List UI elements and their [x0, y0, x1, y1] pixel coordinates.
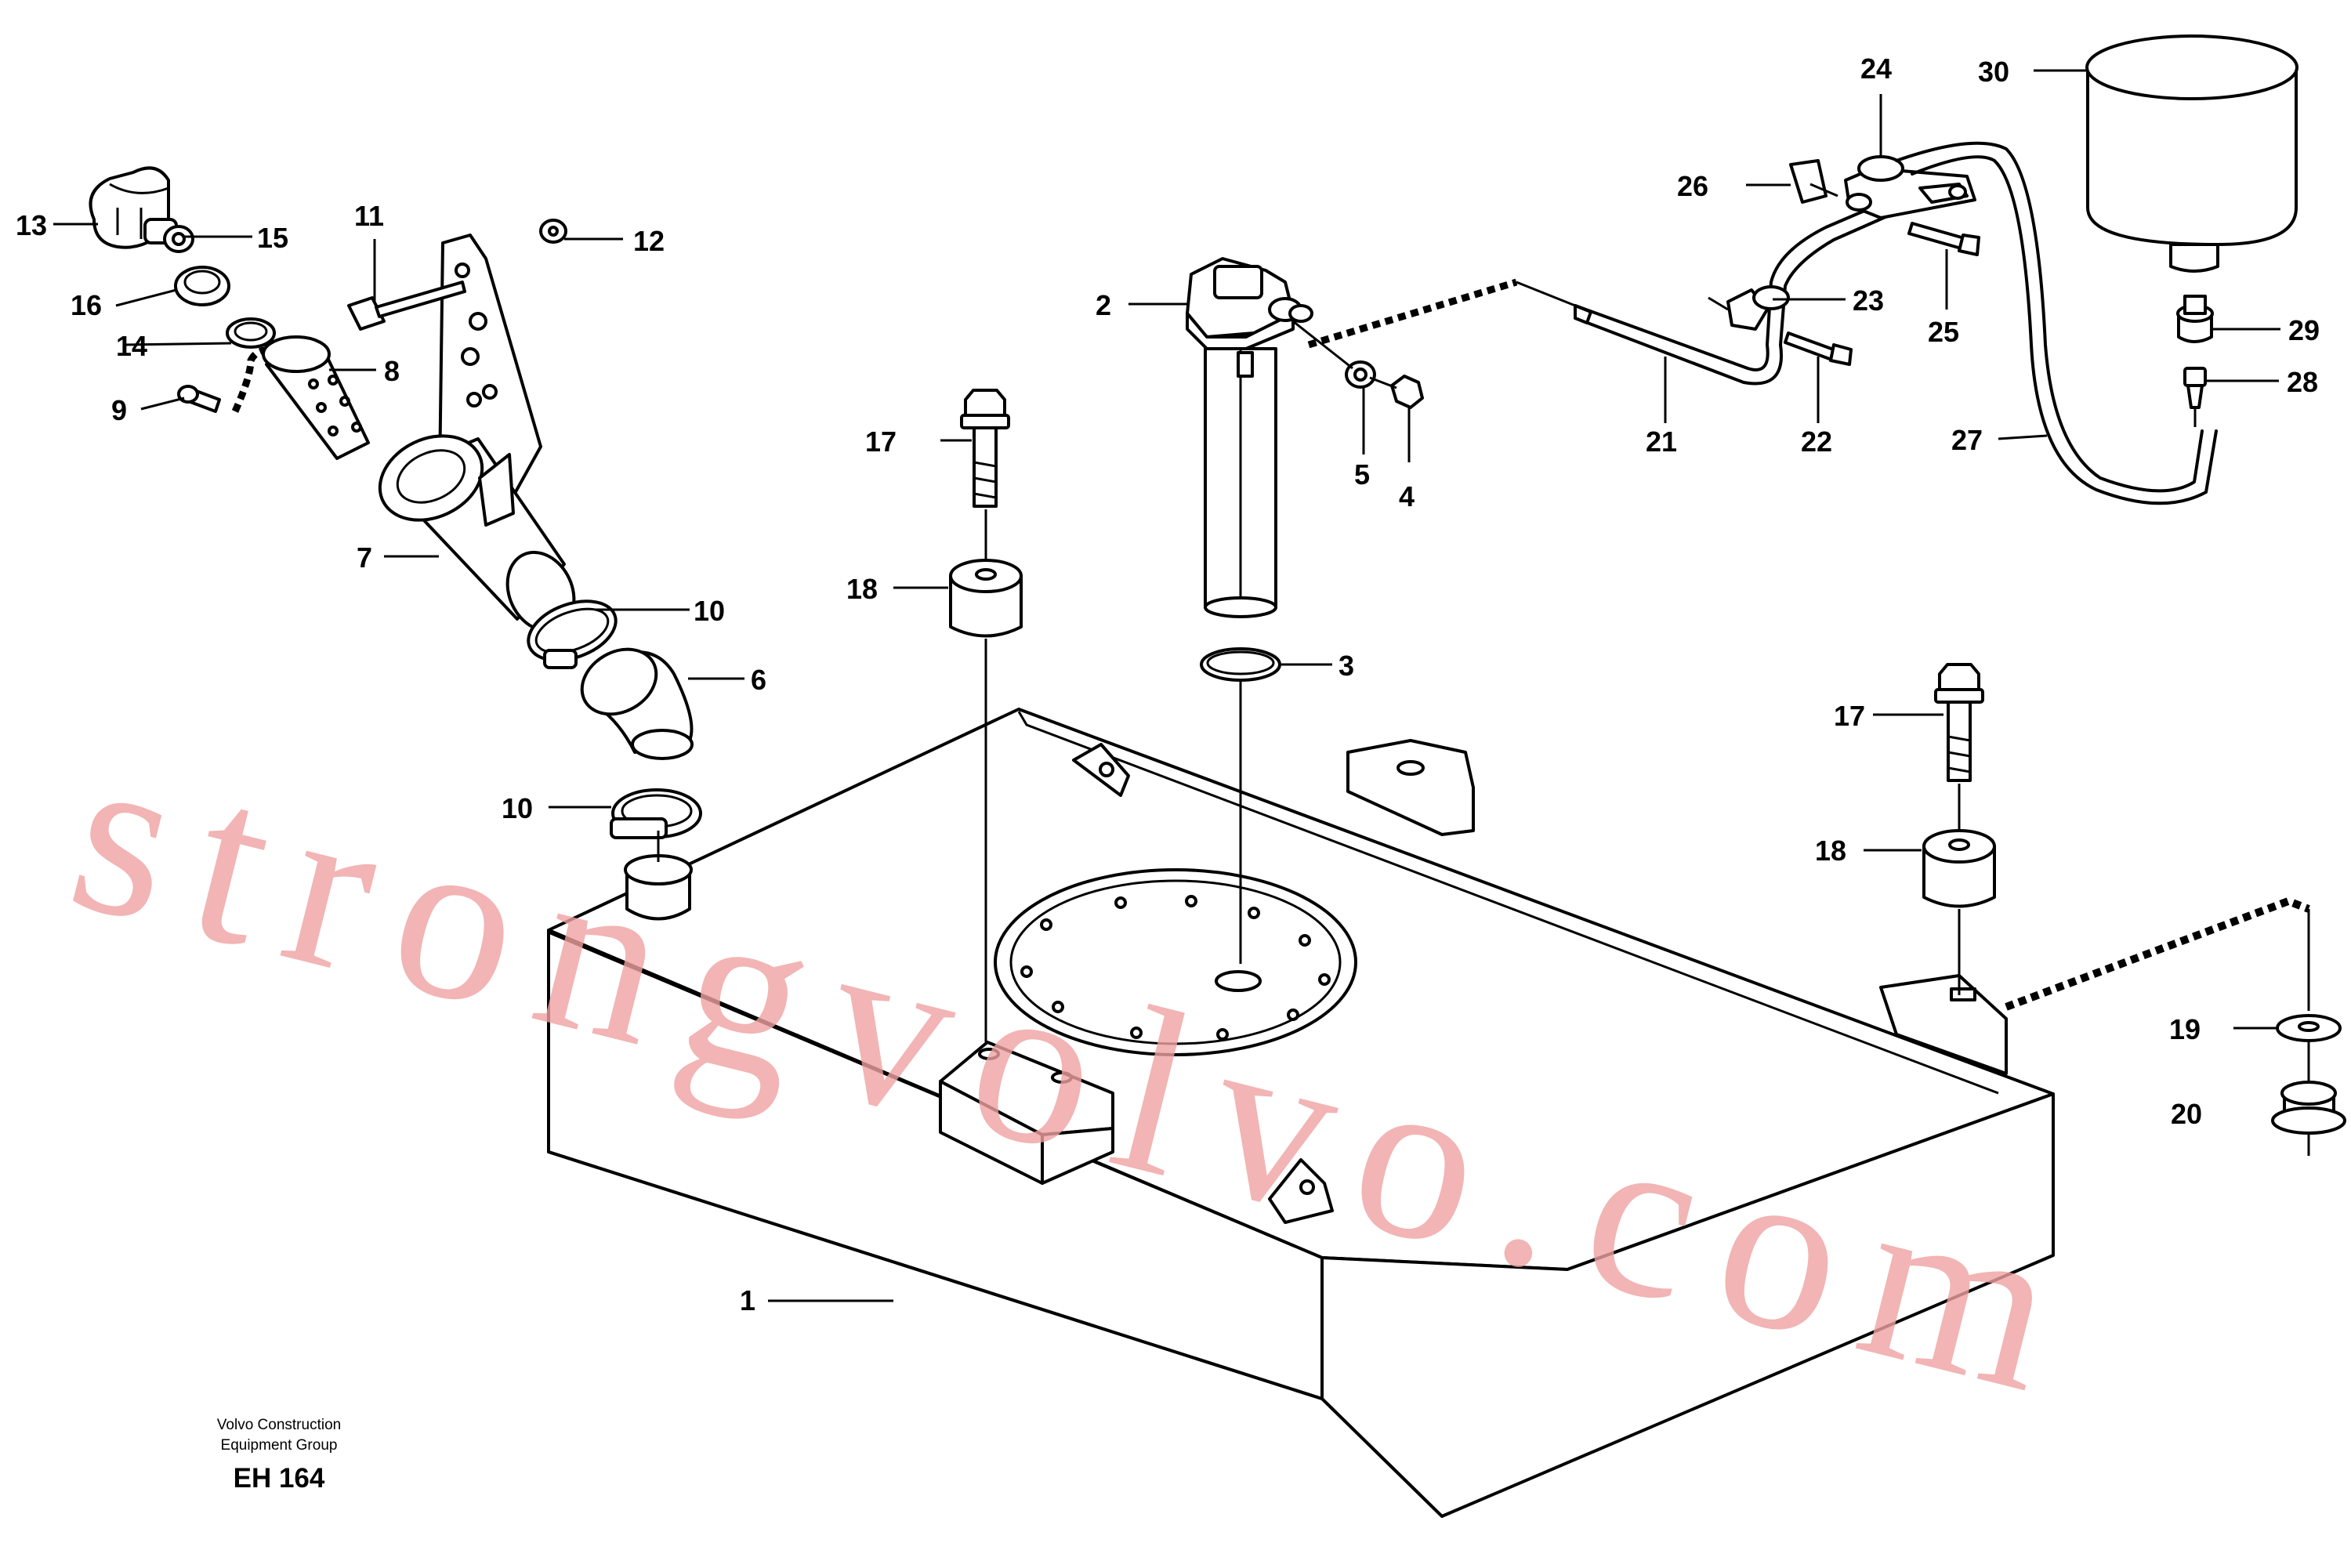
callout-12: 12	[633, 225, 665, 257]
sender-flange	[994, 868, 1357, 1056]
callout-23: 23	[1853, 284, 1884, 317]
spacer-18-left	[949, 559, 1023, 638]
caption-line-1: Volvo Construction	[217, 1417, 341, 1433]
callout-30: 30	[1978, 56, 2009, 88]
callout-9: 9	[111, 394, 127, 426]
bolt-17-left	[960, 389, 1010, 508]
clip-26	[1789, 159, 1838, 204]
washer-19	[2276, 1014, 2342, 1042]
spacer-18-right	[1922, 829, 1996, 908]
callout-27: 27	[1951, 424, 1983, 456]
bolt-22	[1784, 331, 1853, 366]
nut-12	[539, 219, 567, 244]
adapter-29	[2176, 295, 2214, 343]
plug-4	[1390, 375, 1424, 409]
filler-seal	[174, 266, 230, 306]
callout-3: 3	[1339, 650, 1354, 682]
callout-10a: 10	[694, 595, 725, 627]
breather-filter-30	[2085, 34, 2298, 273]
hose-elbow	[580, 647, 694, 760]
o-ring-3	[1200, 647, 1281, 682]
pipe-clamp-23	[1708, 285, 1790, 331]
filler-pipe	[378, 434, 576, 633]
diagram-code: EH 164	[234, 1463, 325, 1494]
hose-clamp-upper	[527, 599, 618, 669]
callout-10b: 10	[502, 792, 533, 824]
tank-brackets	[939, 739, 2008, 1224]
callout-18b: 18	[1815, 835, 1846, 867]
callout-24: 24	[1860, 53, 1892, 85]
callout-16: 16	[71, 289, 102, 321]
bracket-24	[1844, 155, 1976, 219]
breather-pipe-21	[1574, 202, 1889, 386]
nut-20	[2271, 1081, 2346, 1135]
hose-clamp-lower	[610, 788, 702, 839]
callout-28: 28	[2287, 366, 2318, 398]
callout-19: 19	[2169, 1013, 2201, 1045]
callout-17b: 17	[1834, 700, 1865, 732]
callout-22: 22	[1801, 425, 1832, 458]
callout-1: 1	[740, 1284, 755, 1316]
diagram-caption: Volvo Construction Equipment Group EH 16…	[217, 1417, 341, 1494]
filler-o-ring	[226, 317, 276, 349]
callout-5: 5	[1354, 458, 1370, 491]
callout-18a: 18	[846, 573, 878, 605]
callout-29: 29	[2288, 314, 2320, 346]
callout-2: 2	[1096, 289, 1111, 321]
screw-chain	[177, 346, 284, 413]
leader-lines	[53, 69, 2280, 1302]
callout-25: 25	[1928, 316, 1959, 348]
strainer	[262, 335, 370, 460]
callout-4: 4	[1399, 480, 1415, 512]
callout-11: 11	[354, 200, 384, 232]
tank-filler-neck	[624, 854, 693, 921]
callout-13: 13	[16, 209, 47, 241]
nipple-28	[2183, 367, 2207, 427]
filler-cap	[89, 166, 194, 253]
callout-21: 21	[1646, 425, 1677, 458]
callout-26: 26	[1677, 170, 1708, 202]
bolt-17-right	[1934, 663, 1984, 782]
caption-line-2: Equipment Group	[221, 1437, 338, 1454]
callout-7: 7	[357, 541, 372, 574]
bolt-11	[347, 281, 466, 331]
callout-14: 14	[116, 330, 147, 362]
breather-hose-27	[1895, 141, 2218, 505]
callout-15: 15	[257, 222, 288, 254]
washer-5	[1345, 360, 1376, 389]
fuel-level-sender	[1186, 257, 1313, 618]
callout-6: 6	[751, 664, 766, 696]
callout-20: 20	[2171, 1098, 2202, 1130]
bolt-25	[1907, 222, 1980, 256]
callout-labels: 1 2 3 4 5 6 7 8 9 10 10 11 12 13 14 15 1…	[16, 53, 2320, 1316]
callout-8: 8	[384, 355, 400, 387]
callout-17a: 17	[865, 425, 897, 458]
